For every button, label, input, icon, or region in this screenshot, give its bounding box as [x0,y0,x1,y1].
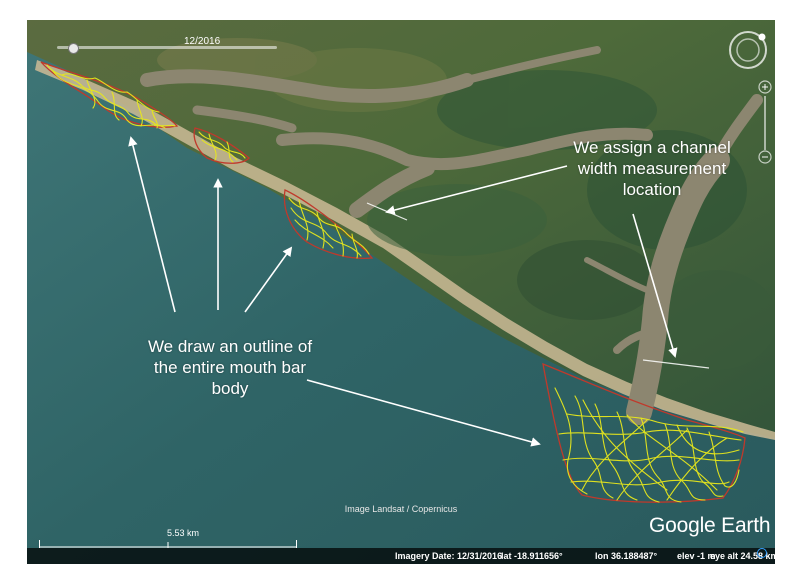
outline-annotation: We draw an outline of the entire mouth b… [147,337,313,398]
callout-arrows [128,136,678,447]
date-slider-knob[interactable] [68,43,79,54]
mouth-bar-outline-1 [40,61,179,128]
zoom-slider-icon[interactable] [758,80,772,164]
longitude-readout: lon 36.188487° [595,551,658,561]
satellite-imagery [27,20,775,564]
imagery-attribution: Image Landsat / Copernicus [344,504,458,514]
arrow-to-channel-1 [385,165,568,215]
compass-icon[interactable] [728,30,768,70]
eye-altitude-readout: eye alt 24.58 km [710,551,775,561]
channel-width-annotation: We assign a channel width measurement lo… [573,138,731,199]
mouth-bar-traces [46,64,744,503]
arrow-to-bar-4 [306,379,541,447]
arrow-to-bar-1 [128,136,176,313]
scale-label: 5.53 km [167,528,200,538]
status-indicator-icon [757,548,767,558]
river-channels [140,46,763,425]
elevation-readout: elev -1 m [677,551,716,561]
scale-bar [39,540,297,548]
terrain-patches [157,38,775,370]
slider-date-label: 12/2016 [184,36,221,47]
status-bar: Imagery Date: 12/31/2016 lat -18.911656°… [27,548,775,564]
date-slider[interactable] [57,41,277,54]
arrow-to-bar-3 [244,246,293,313]
arrow-to-channel-2 [632,213,678,358]
date-slider-track[interactable] [57,46,277,49]
mouth-bar-outline-2 [193,127,250,164]
map-viewport[interactable]: 12/2016 We draw an outline of the entire… [27,20,775,564]
mouth-bar-outline-3 [283,189,374,260]
latitude-readout: lat -18.911656° [501,551,563,561]
imagery-date: Imagery Date: 12/31/2016 [395,551,503,561]
beach-strip [35,60,775,440]
google-earth-logo: Google Earth [649,514,771,537]
